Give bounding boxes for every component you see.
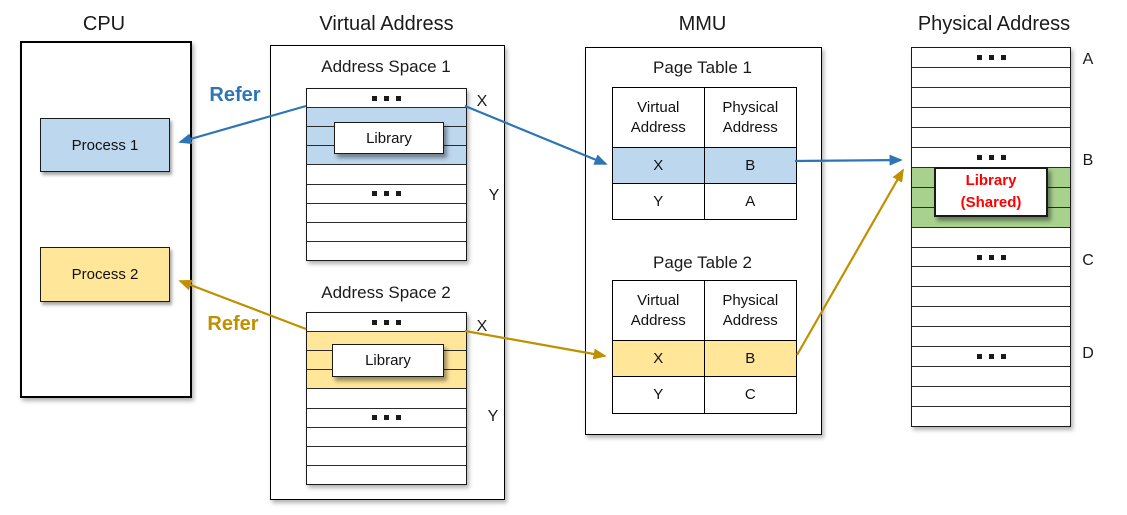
physical-row-label-a: A (1082, 51, 1094, 68)
memory-row-ellipsis (307, 89, 466, 109)
address-space-1-label: Address Space 1 (321, 57, 451, 76)
memory-row-ellipsis (912, 148, 1070, 168)
ellipsis-dot (384, 415, 389, 421)
memory-row (912, 228, 1070, 248)
ellipsis-dot (988, 254, 994, 260)
ellipsis-dot (372, 191, 377, 197)
physical-memory-stack (911, 47, 1071, 427)
memory-row (307, 466, 466, 484)
memory-row (912, 407, 1070, 426)
memory-row (307, 242, 466, 260)
physical-row-label-c: C (1082, 252, 1094, 269)
ellipsis-dot (372, 415, 377, 421)
ellipsis-dot (396, 319, 401, 325)
table-cell: Y (613, 183, 705, 219)
table-cell: A (745, 192, 756, 210)
memory-row-ellipsis (912, 347, 1070, 368)
virtual-row-label-y1: Y (488, 187, 500, 204)
table-header-cell: Virtual Address (613, 88, 705, 148)
table-cell: X (613, 341, 705, 377)
address-space-2-label: Address Space 2 (321, 283, 451, 302)
ellipsis-dot (1000, 254, 1006, 260)
shared-library-line2: (Shared) (960, 194, 1022, 211)
memory-row (307, 389, 466, 409)
ellipsis-dot (384, 191, 389, 197)
process-2-box: Process 2 (40, 247, 170, 302)
memory-row (912, 307, 1070, 328)
memory-row (912, 367, 1070, 388)
refer-label-blue: Refer (209, 84, 261, 106)
ellipsis-dot (1000, 154, 1006, 160)
cpu-box (20, 41, 192, 398)
ellipsis-dot (976, 54, 982, 60)
ellipsis-dot (384, 95, 389, 101)
memory-row-ellipsis (912, 48, 1070, 68)
memory-row-ellipsis (307, 313, 466, 333)
refer-label-yellow: Refer (207, 313, 259, 335)
ellipsis-dot (384, 319, 389, 325)
memory-row-ellipsis (307, 409, 466, 428)
memory-row (912, 287, 1070, 308)
ellipsis-dot (372, 319, 377, 325)
memory-row (912, 88, 1070, 108)
memory-row (912, 128, 1070, 148)
ellipsis-dot (988, 54, 994, 60)
virtual-address-title: Virtual Address (319, 13, 454, 35)
table-cell: X (613, 148, 705, 184)
ellipsis-dot (976, 154, 982, 160)
table-cell: B (704, 341, 796, 377)
physical-address-title: Physical Address (917, 13, 1071, 35)
mmu-title: MMU (678, 13, 727, 35)
ellipsis-dot (976, 354, 982, 360)
table-header-cell: Physical Address (704, 88, 796, 148)
address-space-1-stack (306, 88, 467, 261)
table-cell: Y (613, 377, 705, 413)
library-box-1: Library (334, 122, 444, 154)
library-box-2: Library (332, 344, 444, 377)
address-space-2-stack (306, 312, 467, 485)
memory-row (307, 428, 466, 447)
memory-row (912, 108, 1070, 128)
memory-row (307, 223, 466, 242)
ellipsis-dot (1000, 54, 1006, 60)
table-header-cell: Physical Address (704, 281, 796, 341)
memory-row-ellipsis (912, 248, 1070, 268)
ellipsis-dot (396, 95, 401, 101)
cpu-section-title: CPU (82, 13, 126, 35)
process-1-box: Process 1 (40, 118, 170, 172)
ellipsis-dot (976, 254, 982, 260)
memory-row-ellipsis (307, 185, 466, 204)
virtual-row-label-x1: X (476, 93, 488, 110)
virtual-row-label-x2: X (476, 318, 488, 335)
page-table-2-label: Page Table 2 (653, 253, 752, 272)
memory-row (912, 267, 1070, 288)
ellipsis-dot (396, 191, 401, 197)
table-cell: B (704, 148, 796, 184)
physical-row-label-b: B (1082, 152, 1094, 169)
virtual-row-label-y2: Y (487, 408, 499, 425)
memory-row (912, 68, 1070, 88)
table-cell: C (744, 386, 756, 404)
page-table-1-label: Page Table 1 (653, 58, 752, 77)
ellipsis-dot (988, 154, 994, 160)
ellipsis-dot (988, 354, 994, 360)
memory-row (307, 204, 466, 223)
ellipsis-dot (1000, 354, 1006, 360)
memory-row (912, 327, 1070, 348)
ellipsis-dot (396, 415, 401, 421)
ellipsis-dot (372, 95, 377, 101)
memory-row (307, 447, 466, 466)
shared-library-line1: Library (965, 172, 1017, 190)
memory-row (307, 165, 466, 185)
physical-row-label-d: D (1082, 345, 1094, 362)
shared-library-box: Library (Shared) (934, 167, 1048, 217)
table-header-cell: Virtual Address (613, 281, 705, 341)
memory-row (912, 387, 1070, 408)
